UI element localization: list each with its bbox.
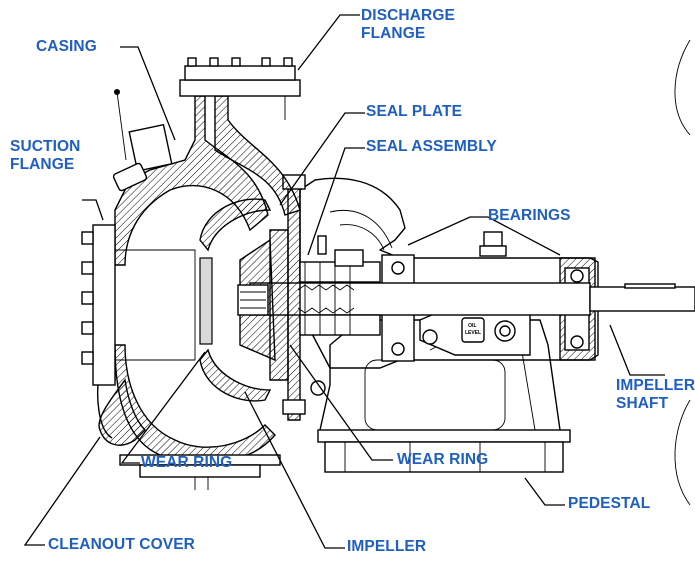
edge-arc-bottom: [674, 399, 691, 506]
impeller-shaft: [249, 282, 695, 316]
label-casing: CASING: [36, 38, 97, 55]
label-wear-ring-right: WEAR RING: [397, 451, 489, 468]
label-impeller: IMPELLER: [347, 538, 427, 555]
label-suction-flange: SUCTION FLANGE: [10, 138, 80, 174]
edge-arc-top: [674, 39, 691, 136]
casing-gauge: [112, 89, 173, 192]
impeller: [199, 198, 276, 402]
label-discharge-flange: DISCHARGE FLANGE: [361, 7, 455, 43]
oil-level-tag: OIL LEVEL: [465, 323, 481, 336]
oil-level-line1: OIL: [468, 323, 476, 329]
label-wear-ring-left: WEAR RING: [141, 454, 233, 471]
label-seal-plate: SEAL PLATE: [366, 103, 463, 120]
label-bearings: BEARINGS: [488, 207, 571, 224]
leader-lines: [23, 14, 665, 549]
label-pedestal: PEDESTAL: [568, 495, 651, 512]
label-discharge-flange-line1: DISCHARGE: [361, 7, 455, 24]
suction-flange: [81, 224, 196, 386]
label-suction-flange-line2: FLANGE: [10, 156, 75, 173]
label-suction-flange-line1: SUCTION: [10, 138, 81, 155]
label-seal-assembly: SEAL ASSEMBLY: [366, 138, 497, 155]
seal-assembly: [297, 235, 381, 336]
label-cleanout-cover: CLEANOUT COVER: [48, 536, 195, 553]
discharge-flange: [179, 57, 301, 120]
label-discharge-flange-line2: FLANGE: [361, 25, 426, 42]
label-impeller-shaft-line2: SHAFT: [616, 395, 669, 412]
label-impeller-shaft-line1: IMPELLER: [616, 377, 695, 394]
label-impeller-shaft: IMPELLER SHAFT: [616, 377, 695, 413]
oil-level-line2: LEVEL: [465, 330, 481, 336]
